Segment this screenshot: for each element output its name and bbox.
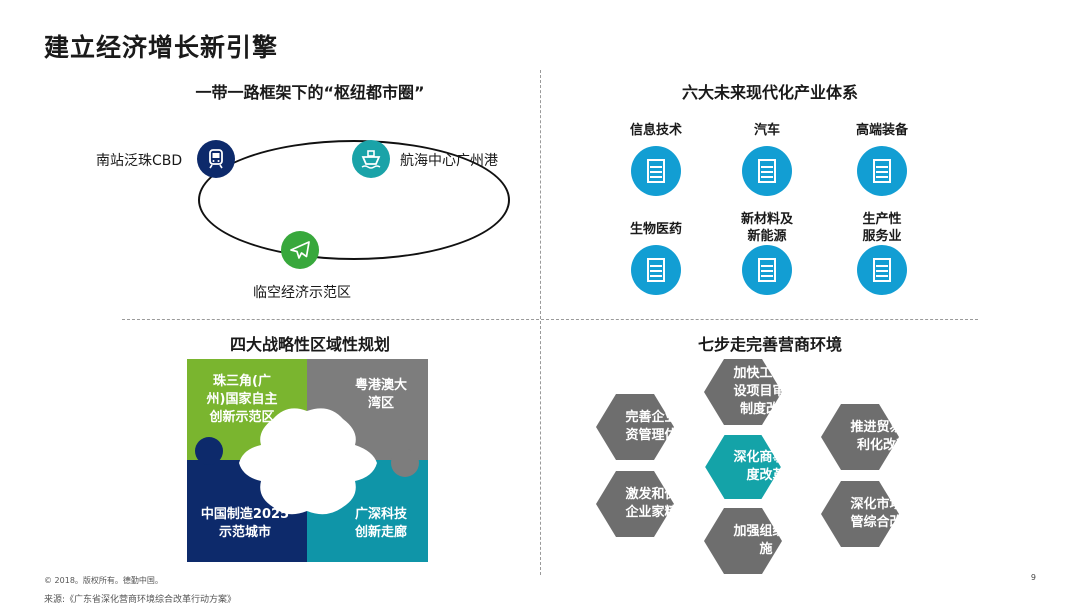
hub-ring xyxy=(198,140,510,260)
hex-label-investment-mgmt: 完善企业投 资管理体制 xyxy=(625,410,691,443)
document-icon xyxy=(742,146,792,196)
hex-label-entrepreneur-spirit: 激发和保护 企业家精神 xyxy=(625,487,691,520)
regional-heading: 四大战略性区域性规划 xyxy=(229,335,390,354)
puzzle-label-sci-tech-corridor: 广深科技 创新走廊 xyxy=(354,507,407,540)
industries-heading: 六大未来现代化产业体系 xyxy=(681,83,858,102)
puzzle-label-made-in-china: 中国制造2025 示范城市 xyxy=(200,507,290,540)
node-label-port: 航海中心广州港 xyxy=(400,153,498,169)
page-title: 建立经济增长新引擎 xyxy=(44,33,279,62)
hex-commercial-reform xyxy=(702,433,784,501)
industry-label-it: 信息技术 xyxy=(629,123,682,138)
puzzle-label-greater-bay: 粤港澳大 湾区 xyxy=(354,378,407,411)
node-label-airport-zone: 临空经济示范区 xyxy=(253,285,351,301)
hex-label-commercial-reform: 深化商事制 度改革 xyxy=(733,450,799,483)
copyright-note: © 2018。版权所有。德勤中国。 xyxy=(44,576,163,585)
airplane-icon xyxy=(281,231,319,269)
hex-entrepreneur-spirit xyxy=(596,471,674,537)
business-heading: 七步走完善营商环境 xyxy=(697,335,842,354)
industry-label-biomed: 生物医药 xyxy=(629,222,682,237)
hex-label-market-supervision: 深化市场监 管综合改革 xyxy=(850,497,916,530)
hex-label-trade-facilitation: 推进贸易便 利化改革 xyxy=(850,420,916,453)
industry-label-auto: 汽车 xyxy=(753,123,780,138)
page-number: 9 xyxy=(1030,573,1036,582)
hex-label-project-approval: 加快工程建 设项目审批 制度改革 xyxy=(733,366,799,417)
hex-organization xyxy=(704,508,782,574)
hex-project-approval xyxy=(704,359,782,425)
hex-trade-facilitation xyxy=(821,404,899,470)
belt-road-heading: 一带一路框架下的“枢纽都市圈” xyxy=(195,83,425,102)
industry-label-equipment: 高端装备 xyxy=(855,123,908,138)
document-icon xyxy=(857,245,907,295)
puzzle-label-innovation-zone: 珠三角(广 州)国家自主 创新示范区 xyxy=(206,374,278,425)
document-icon xyxy=(631,245,681,295)
industry-label-services: 生产性 服务业 xyxy=(862,212,902,244)
train-icon xyxy=(197,140,235,178)
regional-puzzle xyxy=(187,359,428,562)
document-icon xyxy=(631,146,681,196)
industry-label-materials: 新材料及 新能源 xyxy=(740,212,793,244)
horizontal-divider xyxy=(122,319,978,320)
puzzle-center-blank xyxy=(239,408,377,515)
hex-market-supervision xyxy=(821,481,899,547)
document-icon xyxy=(857,146,907,196)
vertical-divider xyxy=(540,70,541,575)
hex-label-organization: 加强组织实 施 xyxy=(733,524,799,557)
ship-icon xyxy=(352,140,390,178)
hex-investment-mgmt xyxy=(596,394,674,460)
node-label-south-station: 南站泛珠CBD xyxy=(96,153,183,169)
document-icon xyxy=(742,245,792,295)
source-note: 来源:《广东省深化营商环境综合改革行动方案》 xyxy=(44,595,237,605)
hexagon-cluster xyxy=(596,359,899,574)
